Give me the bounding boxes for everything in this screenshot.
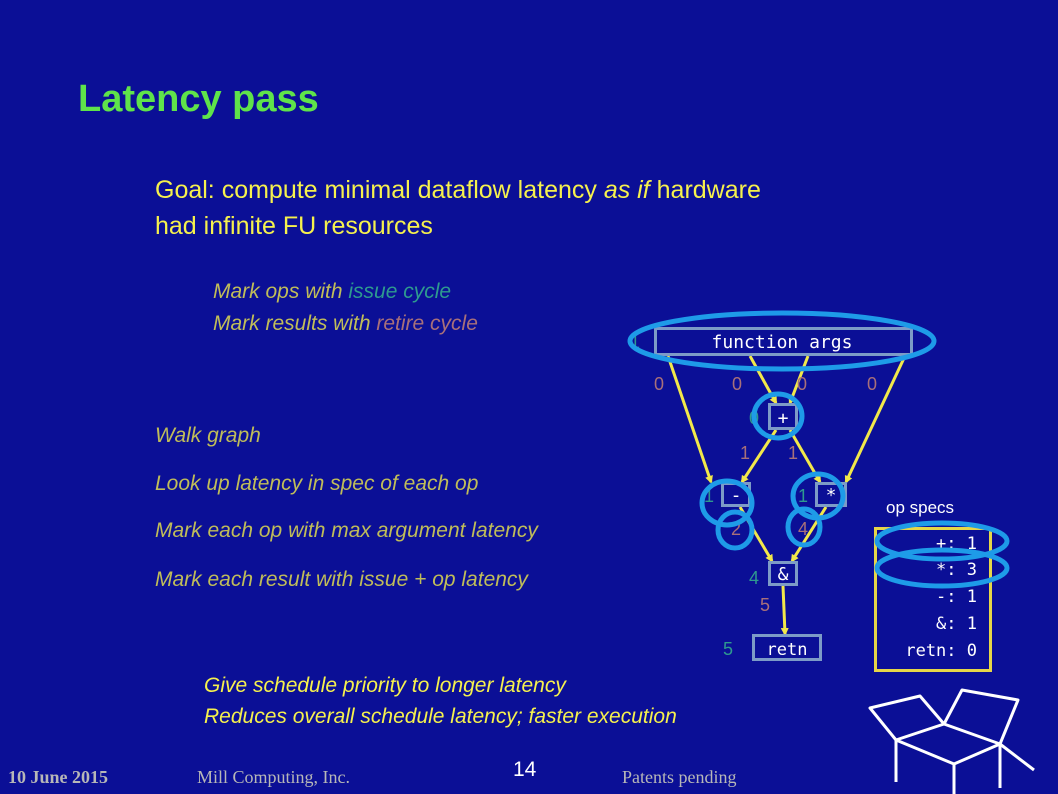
op-specs-box: +: 1 *: 3 -: 1 &: 1 retn: 0 bbox=[874, 527, 992, 672]
footer-patents: Patents pending bbox=[622, 767, 737, 787]
arg2-retire: 0 bbox=[732, 374, 742, 394]
goal-line1-emph: as if bbox=[603, 176, 650, 204]
retn-op-label: retn bbox=[767, 640, 808, 660]
arg3-retire: 0 bbox=[797, 374, 807, 394]
op-spec-minus: -: 1 bbox=[936, 587, 977, 607]
op-specs-label: op specs bbox=[886, 498, 955, 517]
note-priority: Give schedule priority to longer latency bbox=[204, 674, 566, 697]
slide-title: Latency pass bbox=[78, 78, 319, 120]
minus-retire: 2 bbox=[731, 519, 741, 539]
and-op-label: & bbox=[778, 564, 789, 585]
arrow-arg3-plus bbox=[788, 355, 810, 405]
minus-retire-ellipse bbox=[715, 509, 755, 551]
args-issue-label: 1 bbox=[630, 332, 640, 352]
args-highlight-ellipse bbox=[627, 310, 937, 372]
goal-text: Goal: compute minimal dataflow latency a… bbox=[155, 172, 955, 244]
op-spec-retn: retn: 0 bbox=[905, 641, 977, 661]
box-logo-icon bbox=[868, 688, 1035, 794]
retn-issue: 5 bbox=[723, 639, 733, 659]
minus-highlight-ellipse bbox=[699, 478, 755, 528]
footer-date: 10 June 2015 bbox=[8, 767, 109, 787]
arg1-retire: 0 bbox=[654, 374, 664, 394]
arg4-retire: 0 bbox=[867, 374, 877, 394]
footer-company: Mill Computing, Inc. bbox=[197, 767, 350, 787]
step-mark-result: Mark each result with issue + op latency bbox=[155, 568, 528, 591]
goal-line1-suffix: hardware bbox=[649, 176, 761, 204]
plus-result-right: 1 bbox=[788, 443, 798, 463]
function-args-inner bbox=[657, 330, 910, 353]
minus-op-label: - bbox=[731, 485, 742, 506]
arrow-and-retn bbox=[780, 585, 789, 636]
mark-issue-prefix: Mark ops with bbox=[213, 280, 349, 303]
op-spec-mul: *: 3 bbox=[936, 560, 977, 580]
step-mark-op: Mark each op with max argument latency bbox=[155, 519, 538, 542]
issue-cycle-text: issue cycle bbox=[348, 280, 452, 303]
goal-line2: had infinite FU resources bbox=[155, 212, 433, 240]
step-look-up-latency: Look up latency in spec of each op bbox=[155, 472, 479, 495]
arrow-arg4-mul bbox=[844, 355, 907, 484]
retire-cycle-text: retire cycle bbox=[376, 312, 478, 335]
minus-issue: 1 bbox=[704, 486, 714, 506]
mul-op-label: * bbox=[826, 485, 837, 506]
plus-result-left: 1 bbox=[740, 443, 750, 463]
note-reduces: Reduces overall schedule latency; faster… bbox=[204, 705, 677, 728]
page-number: 14 bbox=[513, 758, 537, 781]
mark-issue-line: Mark ops with issue cycle bbox=[213, 280, 451, 304]
mul-retire-ellipse bbox=[785, 506, 823, 548]
plus-highlight-ellipse bbox=[751, 391, 805, 441]
step-walk-graph: Walk graph bbox=[155, 424, 261, 447]
mul-retire: 4 bbox=[798, 519, 808, 539]
op-spec-plus: +: 1 bbox=[936, 534, 977, 554]
and-issue: 4 bbox=[749, 568, 759, 588]
op-spec-and: &: 1 bbox=[936, 614, 977, 634]
mark-retire-prefix: Mark results with bbox=[213, 312, 377, 335]
mul-issue: 1 bbox=[798, 486, 808, 506]
arrow-arg1-minus bbox=[666, 355, 713, 484]
goal-line1-prefix: Goal: compute minimal dataflow latency bbox=[155, 176, 604, 204]
mark-retire-line: Mark results with retire cycle bbox=[213, 312, 478, 336]
plus-op-label: + bbox=[778, 408, 789, 429]
and-retire: 5 bbox=[760, 595, 770, 615]
function-args-label: function args bbox=[712, 332, 853, 353]
